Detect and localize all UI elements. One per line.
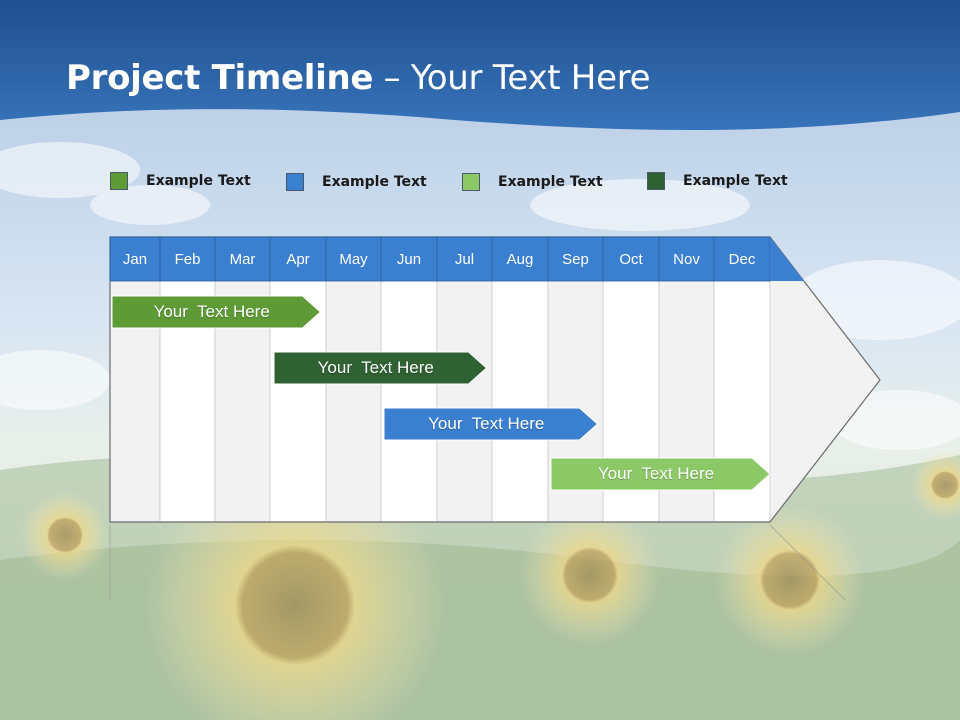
timeline-bar: [383, 407, 599, 441]
legend-label: Example Text: [322, 174, 427, 190]
timeline-bar-label: Your Text Here: [597, 464, 715, 483]
timeline-bar: [550, 457, 771, 491]
month-header-cell: [491, 236, 549, 282]
month-column: [325, 280, 382, 523]
month-column: [380, 280, 438, 523]
month-header-cell: [658, 236, 715, 282]
month-label: Sep: [562, 250, 589, 268]
month-header-cell: [269, 236, 327, 282]
month-header-cell: [436, 236, 493, 282]
month-header-cell: [547, 236, 604, 282]
title-bold: Project Timeline: [66, 58, 374, 98]
timeline-bar: [111, 295, 322, 329]
legend-item: Example Text: [110, 171, 251, 191]
month-label: Aug: [506, 250, 534, 268]
legend-swatch: [286, 173, 304, 191]
slide-title: Project Timeline – Your Text Here: [66, 58, 651, 98]
title-rest: Your Text Here: [410, 58, 651, 98]
month-label: Apr: [286, 250, 310, 268]
month-label: Dec: [728, 250, 756, 268]
legend-label: Example Text: [146, 173, 251, 189]
month-column: [436, 280, 493, 523]
legend-swatch: [462, 173, 480, 191]
month-header-cell: [713, 236, 771, 282]
legend-item: Example Text: [286, 172, 427, 192]
month-header-cell: [602, 236, 660, 282]
month-label: Nov: [673, 250, 700, 268]
month-label: May: [339, 250, 368, 268]
month-label: Jan: [122, 250, 148, 268]
timeline-reflection: [109, 524, 846, 601]
legend-label: Example Text: [683, 173, 788, 189]
month-column: [491, 280, 549, 523]
timeline-bar: [273, 351, 488, 385]
legend-label: Example Text: [498, 174, 603, 190]
timeline-arrow-tip: [770, 237, 880, 522]
timeline-bar-label: Your Text Here: [428, 414, 545, 433]
month-header-cell: [380, 236, 438, 282]
month-header-cell: [109, 236, 161, 282]
month-header-cell: [214, 236, 271, 282]
legend-swatch: [110, 172, 128, 190]
month-label: Jun: [396, 250, 422, 268]
title-separator: –: [373, 58, 411, 98]
legend-item: Example Text: [462, 172, 603, 192]
legend-item: Example Text: [647, 171, 788, 191]
month-label: Feb: [174, 250, 201, 268]
timeline-bar-label: Your Text Here: [317, 358, 434, 377]
timeline-bar-label: Your Text Here: [153, 302, 270, 321]
legend-swatch: [647, 172, 665, 190]
header-arrow-tip: [770, 237, 804, 281]
month-label: Oct: [619, 250, 643, 268]
month-label: Jul: [454, 250, 475, 268]
month-label: Mar: [229, 250, 256, 268]
